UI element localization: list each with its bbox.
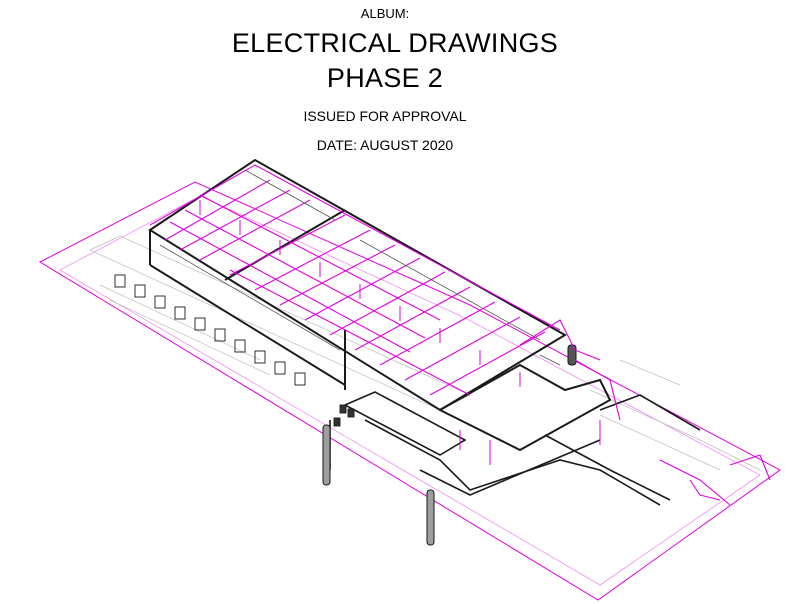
issue-status: ISSUED FOR APPROVAL: [303, 108, 467, 124]
issue-date: DATE: AUGUST 2020: [316, 137, 454, 153]
pipe-details: [159, 169, 561, 366]
album-label: ALBUM:: [360, 6, 410, 21]
equipment-bank-left: [114, 274, 355, 427]
site-boundary-inner: [59, 195, 761, 586]
document-title-line2: PHASE 2: [326, 63, 444, 93]
columns: [322, 344, 577, 546]
building-outline: [148, 158, 612, 452]
conduit-runs: [149, 164, 771, 506]
vertical-drops: [199, 200, 601, 465]
annex-outline: [329, 391, 701, 506]
site-boundary: [38, 181, 781, 601]
document-title-line1: ELECTRICAL DRAWINGS: [231, 28, 559, 58]
